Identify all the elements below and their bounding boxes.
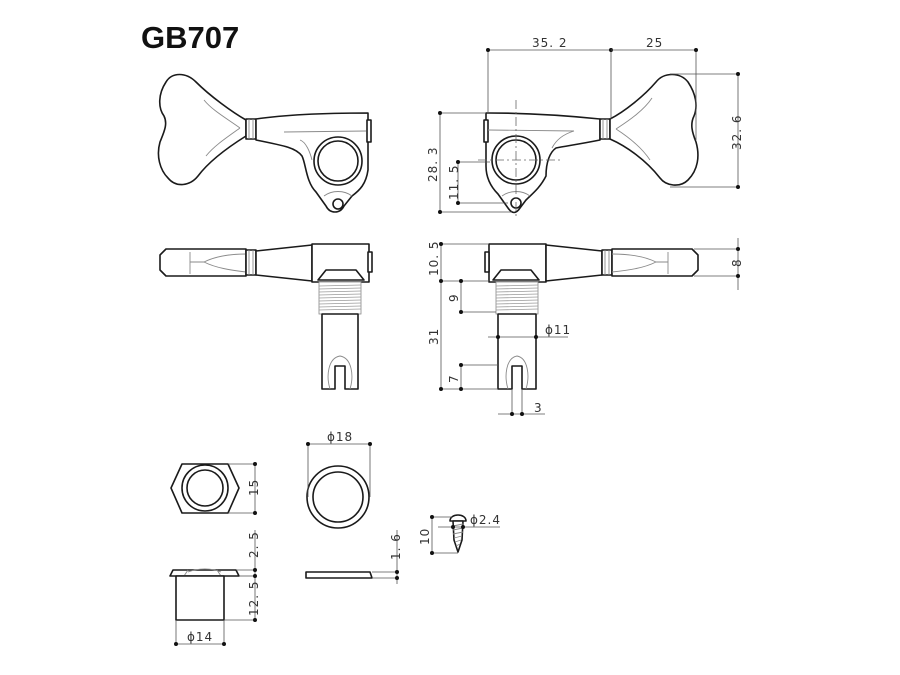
dim-nut-flange-height: 2. 5 [247,531,261,558]
dim-slot-width: 3 [534,401,543,415]
dim-post-to-screw: 11. 5 [447,164,461,200]
dim-washer-thickness: 1. 6 [389,533,403,560]
dim-nut-body-height: 12. 5 [247,580,261,616]
dim-washer-diameter: ϕ18 [327,430,353,444]
dim-thread-length: 9 [447,293,461,302]
dim-housing-height: 28. 3 [426,146,440,182]
dim-post-length: 31 [427,328,441,345]
mounting-screw: 10 ϕ2.4 [418,513,501,555]
hex-nut-top-view: 15 [170,462,261,515]
tuner-side-view-left [159,243,373,390]
tuner-front-view-right: 35. 2 25 32. 6 28. 3 11. 5 [426,36,744,218]
model-title: GB707 [141,20,240,55]
dim-nut-body-diameter: ϕ14 [187,630,213,644]
dim-screw-length: 10 [418,528,432,545]
dim-slot-depth: 7 [447,374,461,383]
dim-button-length: 25 [646,36,663,50]
washer-top-view: ϕ18 [306,430,372,529]
washer-side-view: 1. 6 [305,530,403,584]
dim-button-thickness: 8 [730,258,744,267]
dim-button-height: 32. 6 [730,114,744,150]
dim-post-diameter: ϕ11 [545,323,571,337]
dim-housing-thickness: 10. 5 [427,240,441,276]
dim-screw-diameter: ϕ2.4 [470,513,501,527]
tuner-front-view-left [157,73,372,213]
dim-nut-across-flats: 15 [247,479,261,496]
dim-post-to-collar: 35. 2 [532,36,568,50]
hex-nut-side-view: 2. 5 12. 5 ϕ14 [169,530,261,646]
tuner-side-view-right: 10. 5 9 31 7 ϕ11 3 8 [427,238,744,416]
